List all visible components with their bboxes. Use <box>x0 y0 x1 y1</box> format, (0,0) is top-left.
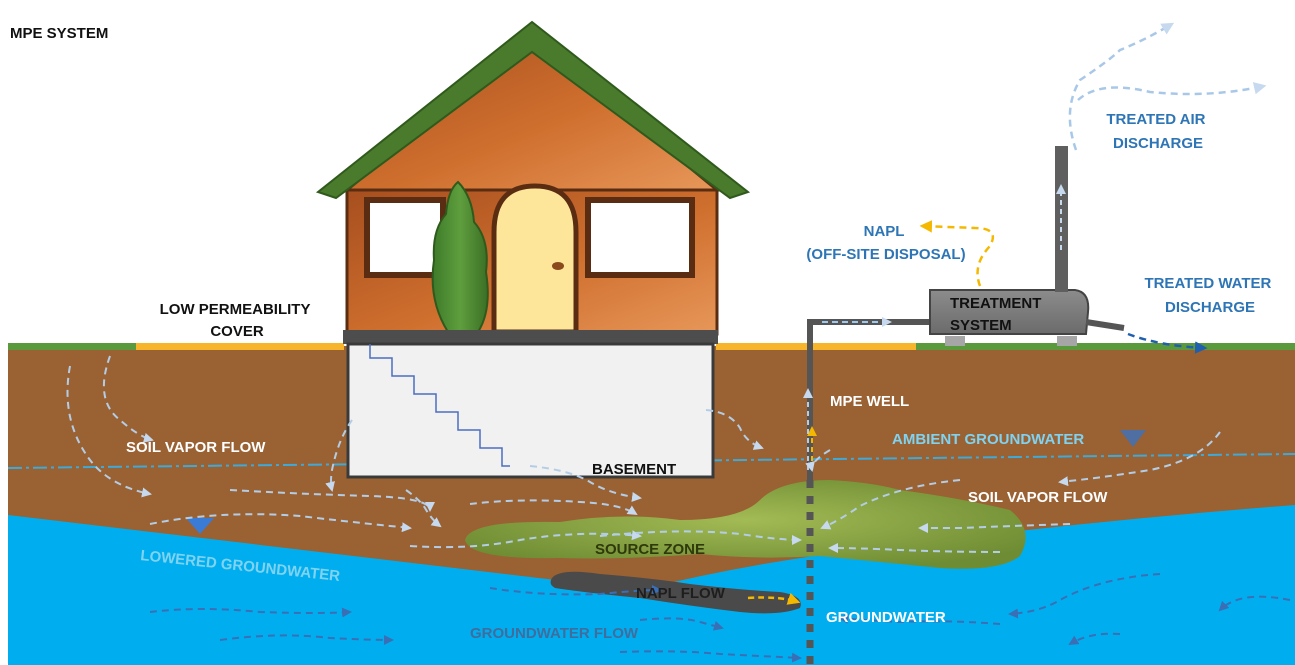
low-permeability-cover-strip-right <box>716 343 916 350</box>
soil-vapor-flow-right-label: SOIL VAPOR FLOW <box>968 489 1108 506</box>
treated-air-line-1: TREATED AIR <box>1106 111 1205 128</box>
low-permeability-cover-strip <box>136 343 344 350</box>
water-outlet-pipe <box>1085 319 1125 331</box>
ambient-water-level-icon <box>1120 430 1146 447</box>
gw-arrow <box>219 634 394 645</box>
soil-vapor-arrows-right <box>805 431 1221 554</box>
soil-vapor-arrows-left <box>66 355 802 549</box>
gw-arrow <box>838 613 1001 625</box>
treatment-system-line-1: TREATMENT <box>950 295 1041 312</box>
treated-air-line-2: DISCHARGE <box>1113 135 1203 152</box>
treatment-system-label: TREATMENT SYSTEM <box>950 295 1046 334</box>
treatment-leg-left <box>945 336 965 346</box>
napl-disposal-line-2: (OFF-SITE DISPOSAL) <box>806 246 965 263</box>
grass-right <box>916 343 1295 350</box>
vapor-arrow <box>405 489 442 528</box>
gw-arrow <box>1068 632 1121 646</box>
treated-water-line-2: DISCHARGE <box>1165 299 1255 316</box>
vapor-arrow <box>805 449 831 472</box>
treated-air-arrow-2 <box>1077 82 1267 101</box>
napl-disposal-line-1: NAPL <box>864 223 905 240</box>
vapor-arrow <box>409 530 642 549</box>
gw-arrow <box>149 607 352 618</box>
foundation-slab <box>343 330 718 344</box>
mpe-well-label: MPE WELL <box>830 393 909 410</box>
source-zone-label: SOURCE ZONE <box>595 541 705 558</box>
low-permeability-cover-line-1: LOW PERMEABILITY <box>160 301 311 318</box>
roof <box>315 20 751 200</box>
low-permeability-cover-label: LOW PERMEABILITY COVER <box>160 301 315 340</box>
groundwater-label: GROUNDWATER <box>826 609 946 626</box>
soil-vapor-flow-left-label: SOIL VAPOR FLOW <box>126 439 266 456</box>
basement <box>346 342 715 479</box>
tree <box>431 180 489 333</box>
vapor-arrow <box>599 530 802 545</box>
napl-flow-arrow <box>747 592 801 605</box>
vapor-arrow <box>529 465 642 502</box>
vapor-arrow <box>705 409 764 450</box>
grass-left <box>8 343 136 350</box>
treated-air-discharge-label: TREATED AIR DISCHARGE <box>1106 111 1209 152</box>
door-knob <box>552 262 564 270</box>
conveyance-pipe <box>807 319 932 325</box>
treated-water-line-1: TREATED WATER <box>1144 275 1271 292</box>
house <box>315 20 751 479</box>
vapor-arrow <box>469 499 638 516</box>
napl-disposal-label: NAPL (OFF-SITE DISPOSAL) <box>806 223 965 263</box>
treated-water-discharge-label: TREATED WATER DISCHARGE <box>1144 275 1275 316</box>
napl-disposal-arrow <box>919 220 995 287</box>
vapor-arrow <box>229 489 435 512</box>
napl-pool <box>550 571 801 614</box>
groundwater-flow-label: GROUNDWATER FLOW <box>470 625 639 642</box>
vapor-arrow <box>103 355 154 443</box>
gw-arrow <box>1008 573 1161 619</box>
source-zone <box>465 480 1026 569</box>
door <box>491 183 579 335</box>
low-permeability-cover-line-2: COVER <box>210 323 264 340</box>
vapor-arrow <box>828 543 1001 554</box>
vapor-arrow <box>66 365 152 498</box>
napl-flow-label: NAPL FLOW <box>636 585 726 602</box>
window-right <box>585 197 695 278</box>
vapor-arrow <box>149 513 412 533</box>
ambient-groundwater-label: AMBIENT GROUNDWATER <box>892 431 1084 448</box>
treatment-leg-right <box>1057 336 1077 346</box>
treated-water-arrow <box>1127 332 1208 354</box>
gw-arrow <box>639 617 724 631</box>
gw-arrow <box>1218 595 1291 612</box>
groundwater-arrows <box>149 573 1291 663</box>
lowered-water-level-icon <box>186 518 214 534</box>
diagram-title: MPE SYSTEM <box>10 25 108 42</box>
vapor-arrow <box>1058 431 1221 487</box>
treatment-system-line-2: SYSTEM <box>950 317 1012 334</box>
vapor-arrow <box>325 419 353 492</box>
treatment-tank <box>929 289 1090 335</box>
basement-label: BASEMENT <box>592 461 676 478</box>
treated-air-arrow-1 <box>1068 22 1175 151</box>
gw-arrow <box>619 650 802 663</box>
gw-arrow <box>489 585 662 596</box>
vapor-arrow <box>918 523 1071 533</box>
window-left <box>364 197 446 278</box>
vapor-arrow <box>820 479 961 530</box>
basement-stairs <box>369 344 510 467</box>
